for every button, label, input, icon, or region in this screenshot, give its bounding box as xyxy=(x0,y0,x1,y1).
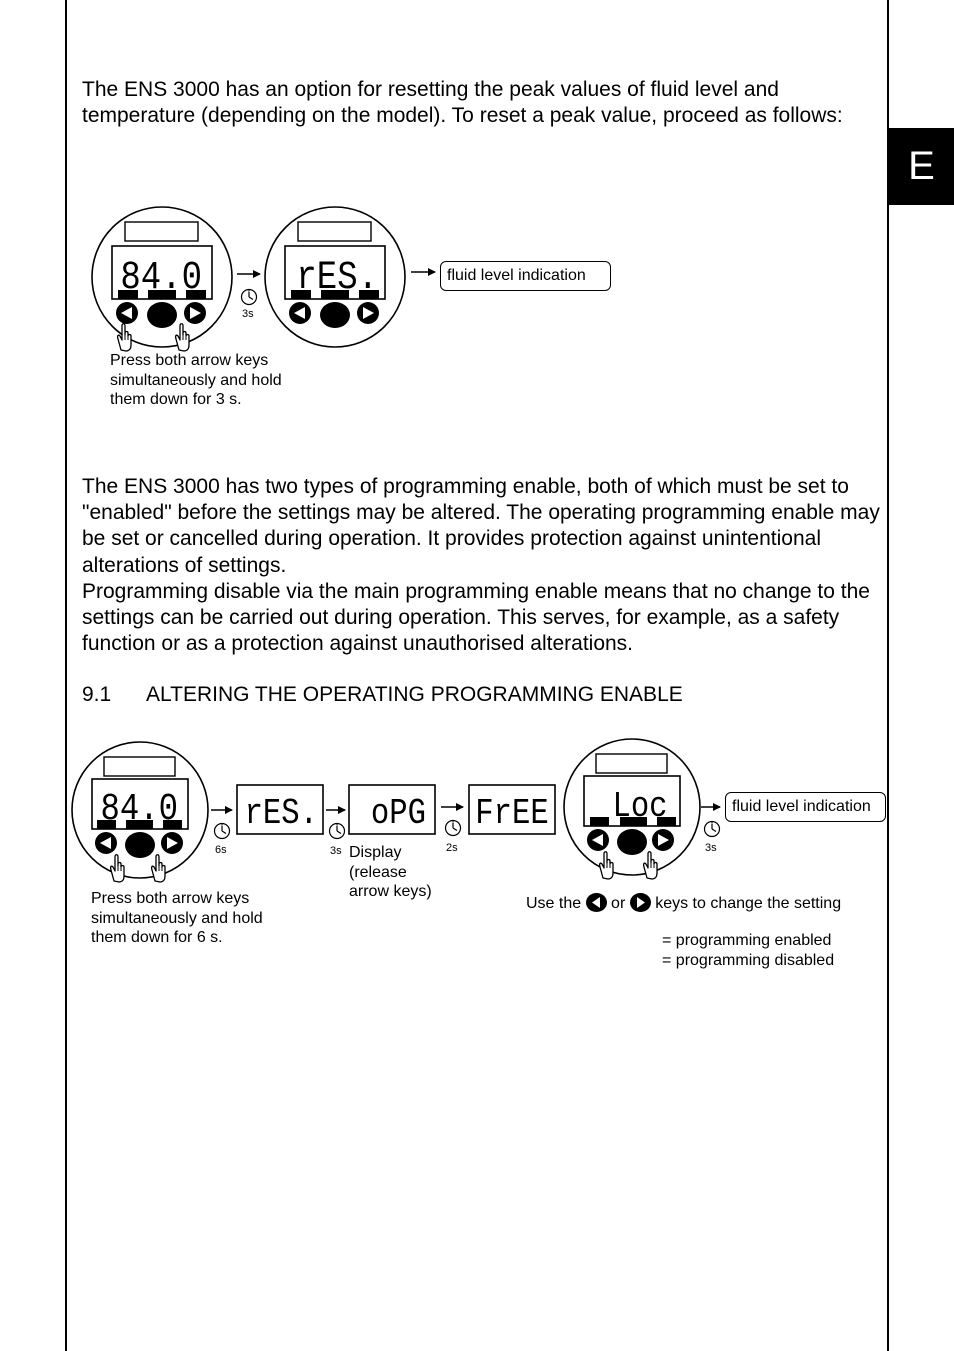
option-enabled: = programming enabled xyxy=(662,932,832,949)
reset-timer-label: 3s xyxy=(242,308,254,320)
left-arrow-key-icon xyxy=(585,893,607,912)
release-note: Display (release arrow keys) xyxy=(349,844,432,900)
reset-result-label: fluid level indication xyxy=(440,261,611,291)
enable-result-label: fluid level indication xyxy=(725,792,886,822)
section-number: 9.1 xyxy=(82,683,112,706)
disable-paragraph: Programming disable via the main program… xyxy=(82,580,870,656)
intro-paragraph: The ENS 3000 has an option for resetting… xyxy=(82,78,843,128)
reset-peak-diagram: 84.0 rES. xyxy=(91,206,436,352)
enable-caption: Press both arrow keys simultaneously and… xyxy=(91,890,263,946)
right-arrow-key-icon xyxy=(629,893,651,912)
section-title: ALTERING THE OPERATING PROGRAMMING ENABL… xyxy=(146,683,683,706)
right-margin-rule xyxy=(887,0,889,1351)
display-2-value: rES. xyxy=(296,256,378,301)
enable-display-5-value: Loc xyxy=(612,787,667,828)
enable-display-4-value: FrEE xyxy=(475,794,548,835)
use-keys-or: or xyxy=(611,895,626,912)
language-tab: E xyxy=(889,128,954,205)
enable-display-1-value: 84.0 xyxy=(100,788,178,831)
timer-3s-final-label: 3s xyxy=(705,842,717,854)
use-keys-instruction: Use the or keys to change the setting xyxy=(526,893,841,914)
enable-display-2-value: rES. xyxy=(245,794,318,835)
enable-device-1: 84.0 xyxy=(71,741,209,883)
section-heading: 9.1 ALTERING THE OPERATING PROGRAMMING EN… xyxy=(82,682,683,708)
enable-device-2: Loc xyxy=(563,738,701,880)
device-1: 84.0 xyxy=(91,206,233,352)
timer-3s-label: 3s xyxy=(330,845,342,857)
timer-2s-label: 2s xyxy=(446,842,458,854)
device-2: rES. xyxy=(264,206,406,348)
enable-display-3-value: oPG xyxy=(371,794,426,835)
use-keys-prefix: Use the xyxy=(526,895,582,912)
display-1-value: 84.0 xyxy=(120,256,202,301)
option-disabled: = programming disabled xyxy=(662,952,835,969)
timer-6s-label: 6s xyxy=(215,844,227,856)
reset-caption: Press both arrow keys simultaneously and… xyxy=(110,352,282,408)
programming-paragraph: The ENS 3000 has two types of programmin… xyxy=(82,475,880,577)
left-margin-rule xyxy=(65,0,67,1351)
use-keys-suffix: keys to change the setting xyxy=(655,895,842,912)
